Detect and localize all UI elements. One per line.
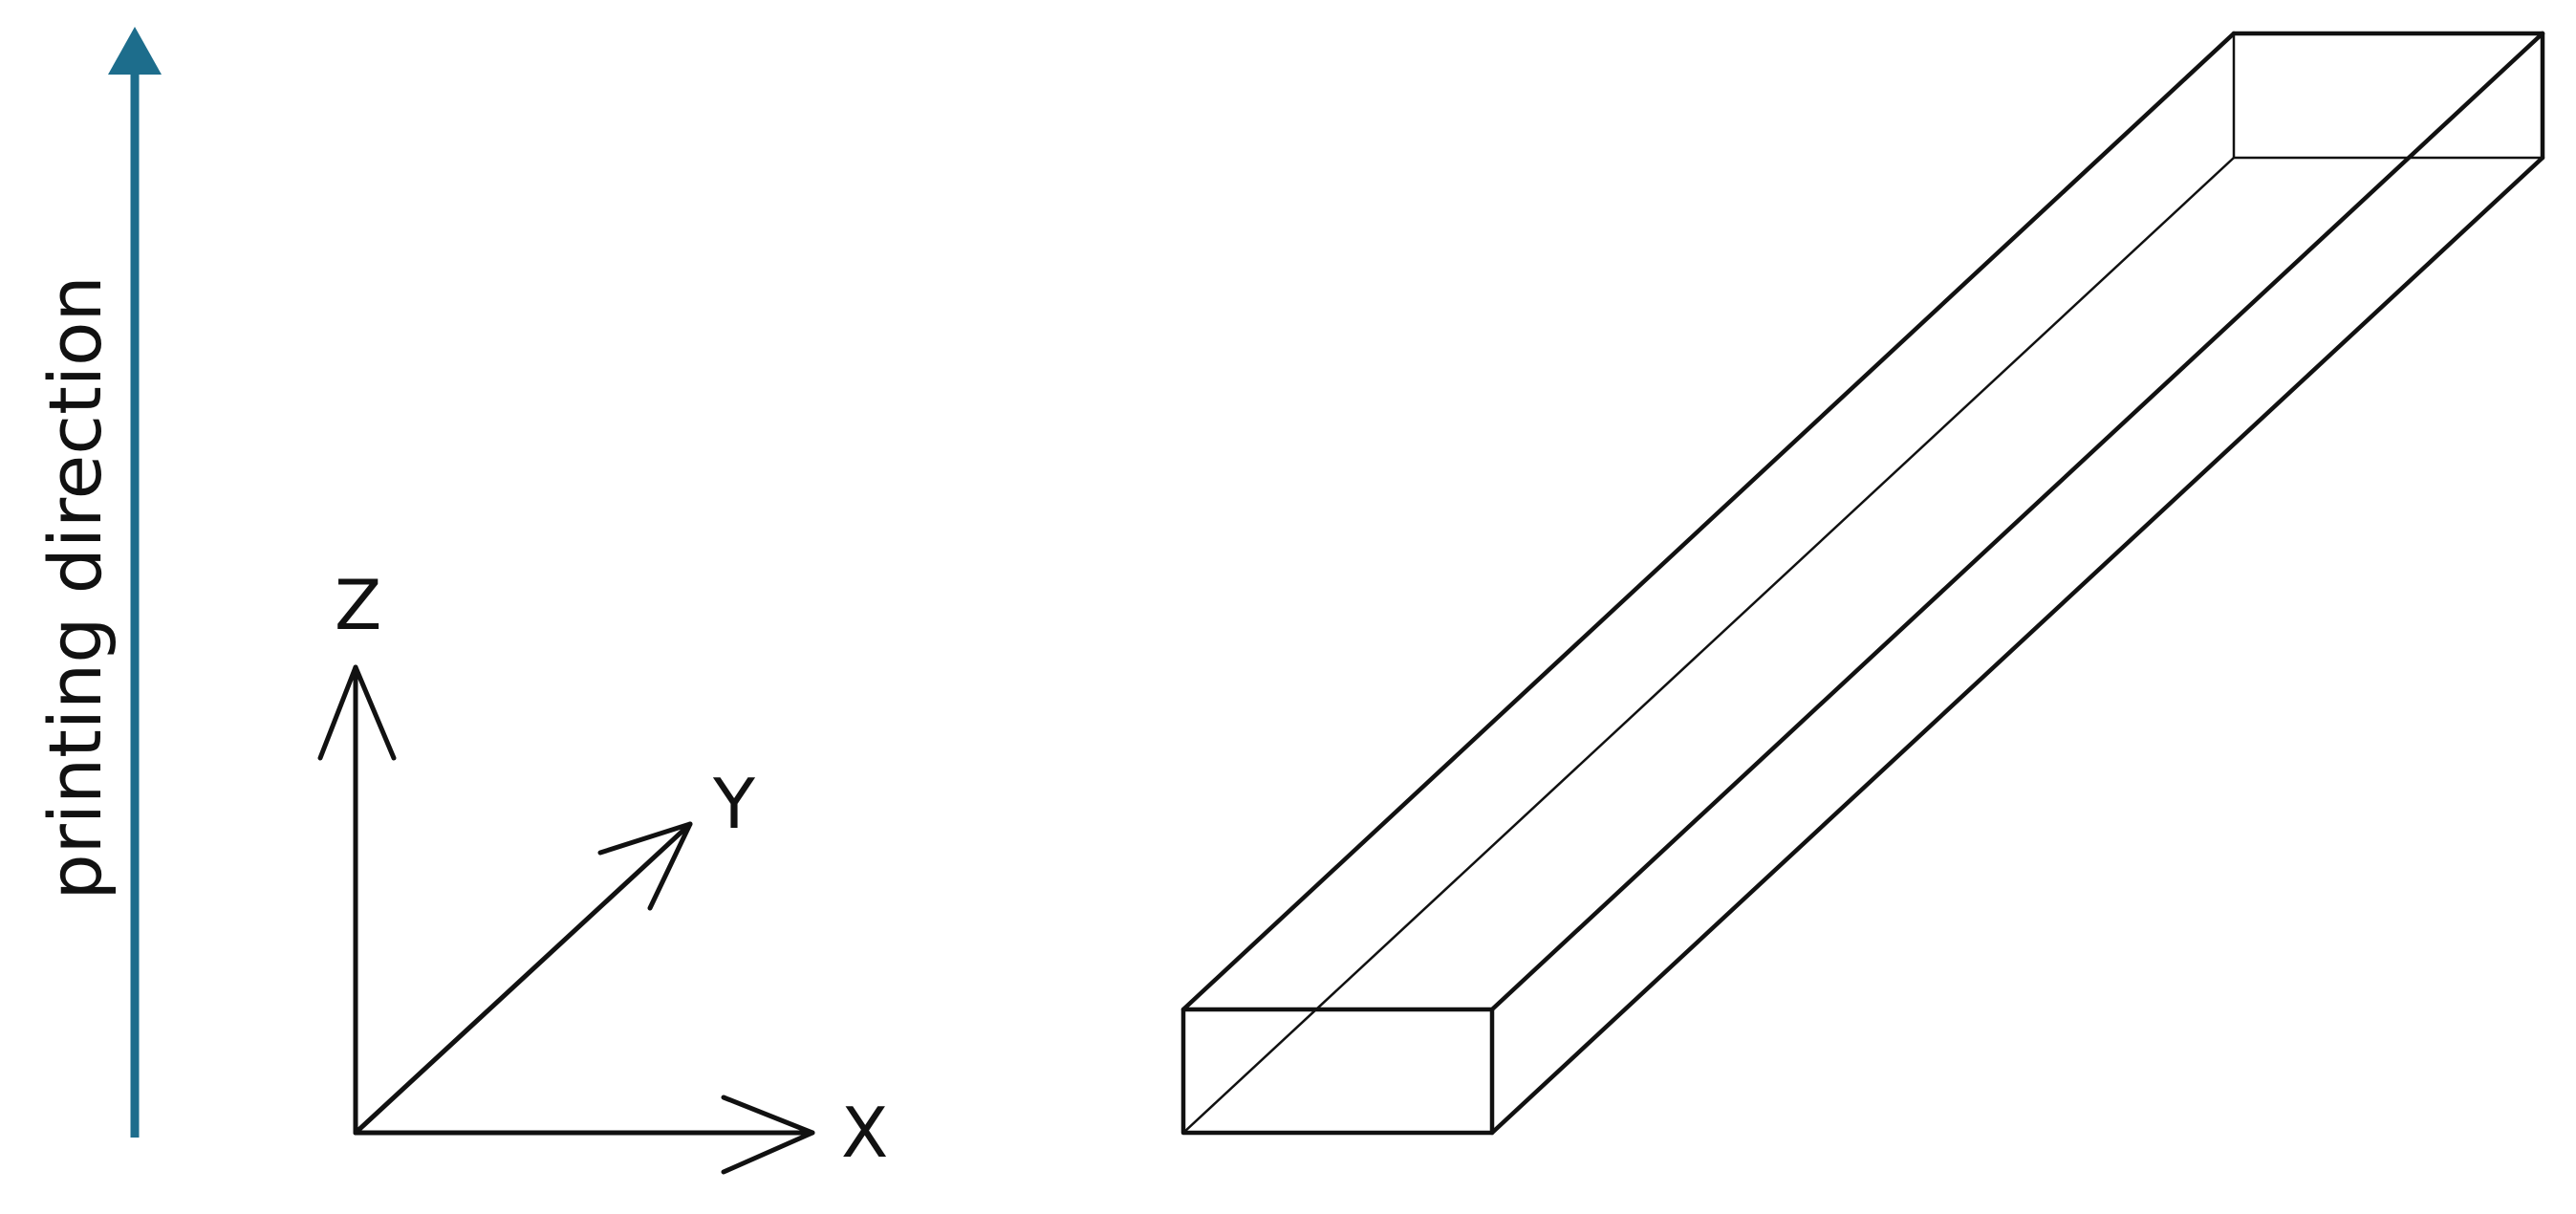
coordinate-axes [317, 664, 815, 1175]
printing-direction-arrowhead [108, 27, 162, 75]
specimen-top-left-edge [1180, 31, 2237, 1012]
x-axis-arrowhead [721, 1095, 815, 1175]
printing-direction-arrow [108, 27, 162, 1138]
y-axis-arrowhead [597, 821, 693, 911]
z-axis-arrowhead [317, 664, 397, 761]
y-axis-line [353, 821, 693, 1136]
y-axis-label: Y [712, 764, 756, 844]
specimen-top-right-edge [1489, 31, 2545, 1012]
specimen-hidden-bottom-left-edge [1181, 156, 2236, 1135]
printing-direction-label: printing direction [32, 275, 118, 900]
specimen-bottom-right-edge [1489, 155, 2545, 1136]
specimen-bar [1180, 31, 2545, 1136]
specimen-front-face [1180, 1007, 1495, 1136]
z-axis-label: Z [335, 565, 381, 645]
x-axis-label: X [841, 1093, 888, 1173]
